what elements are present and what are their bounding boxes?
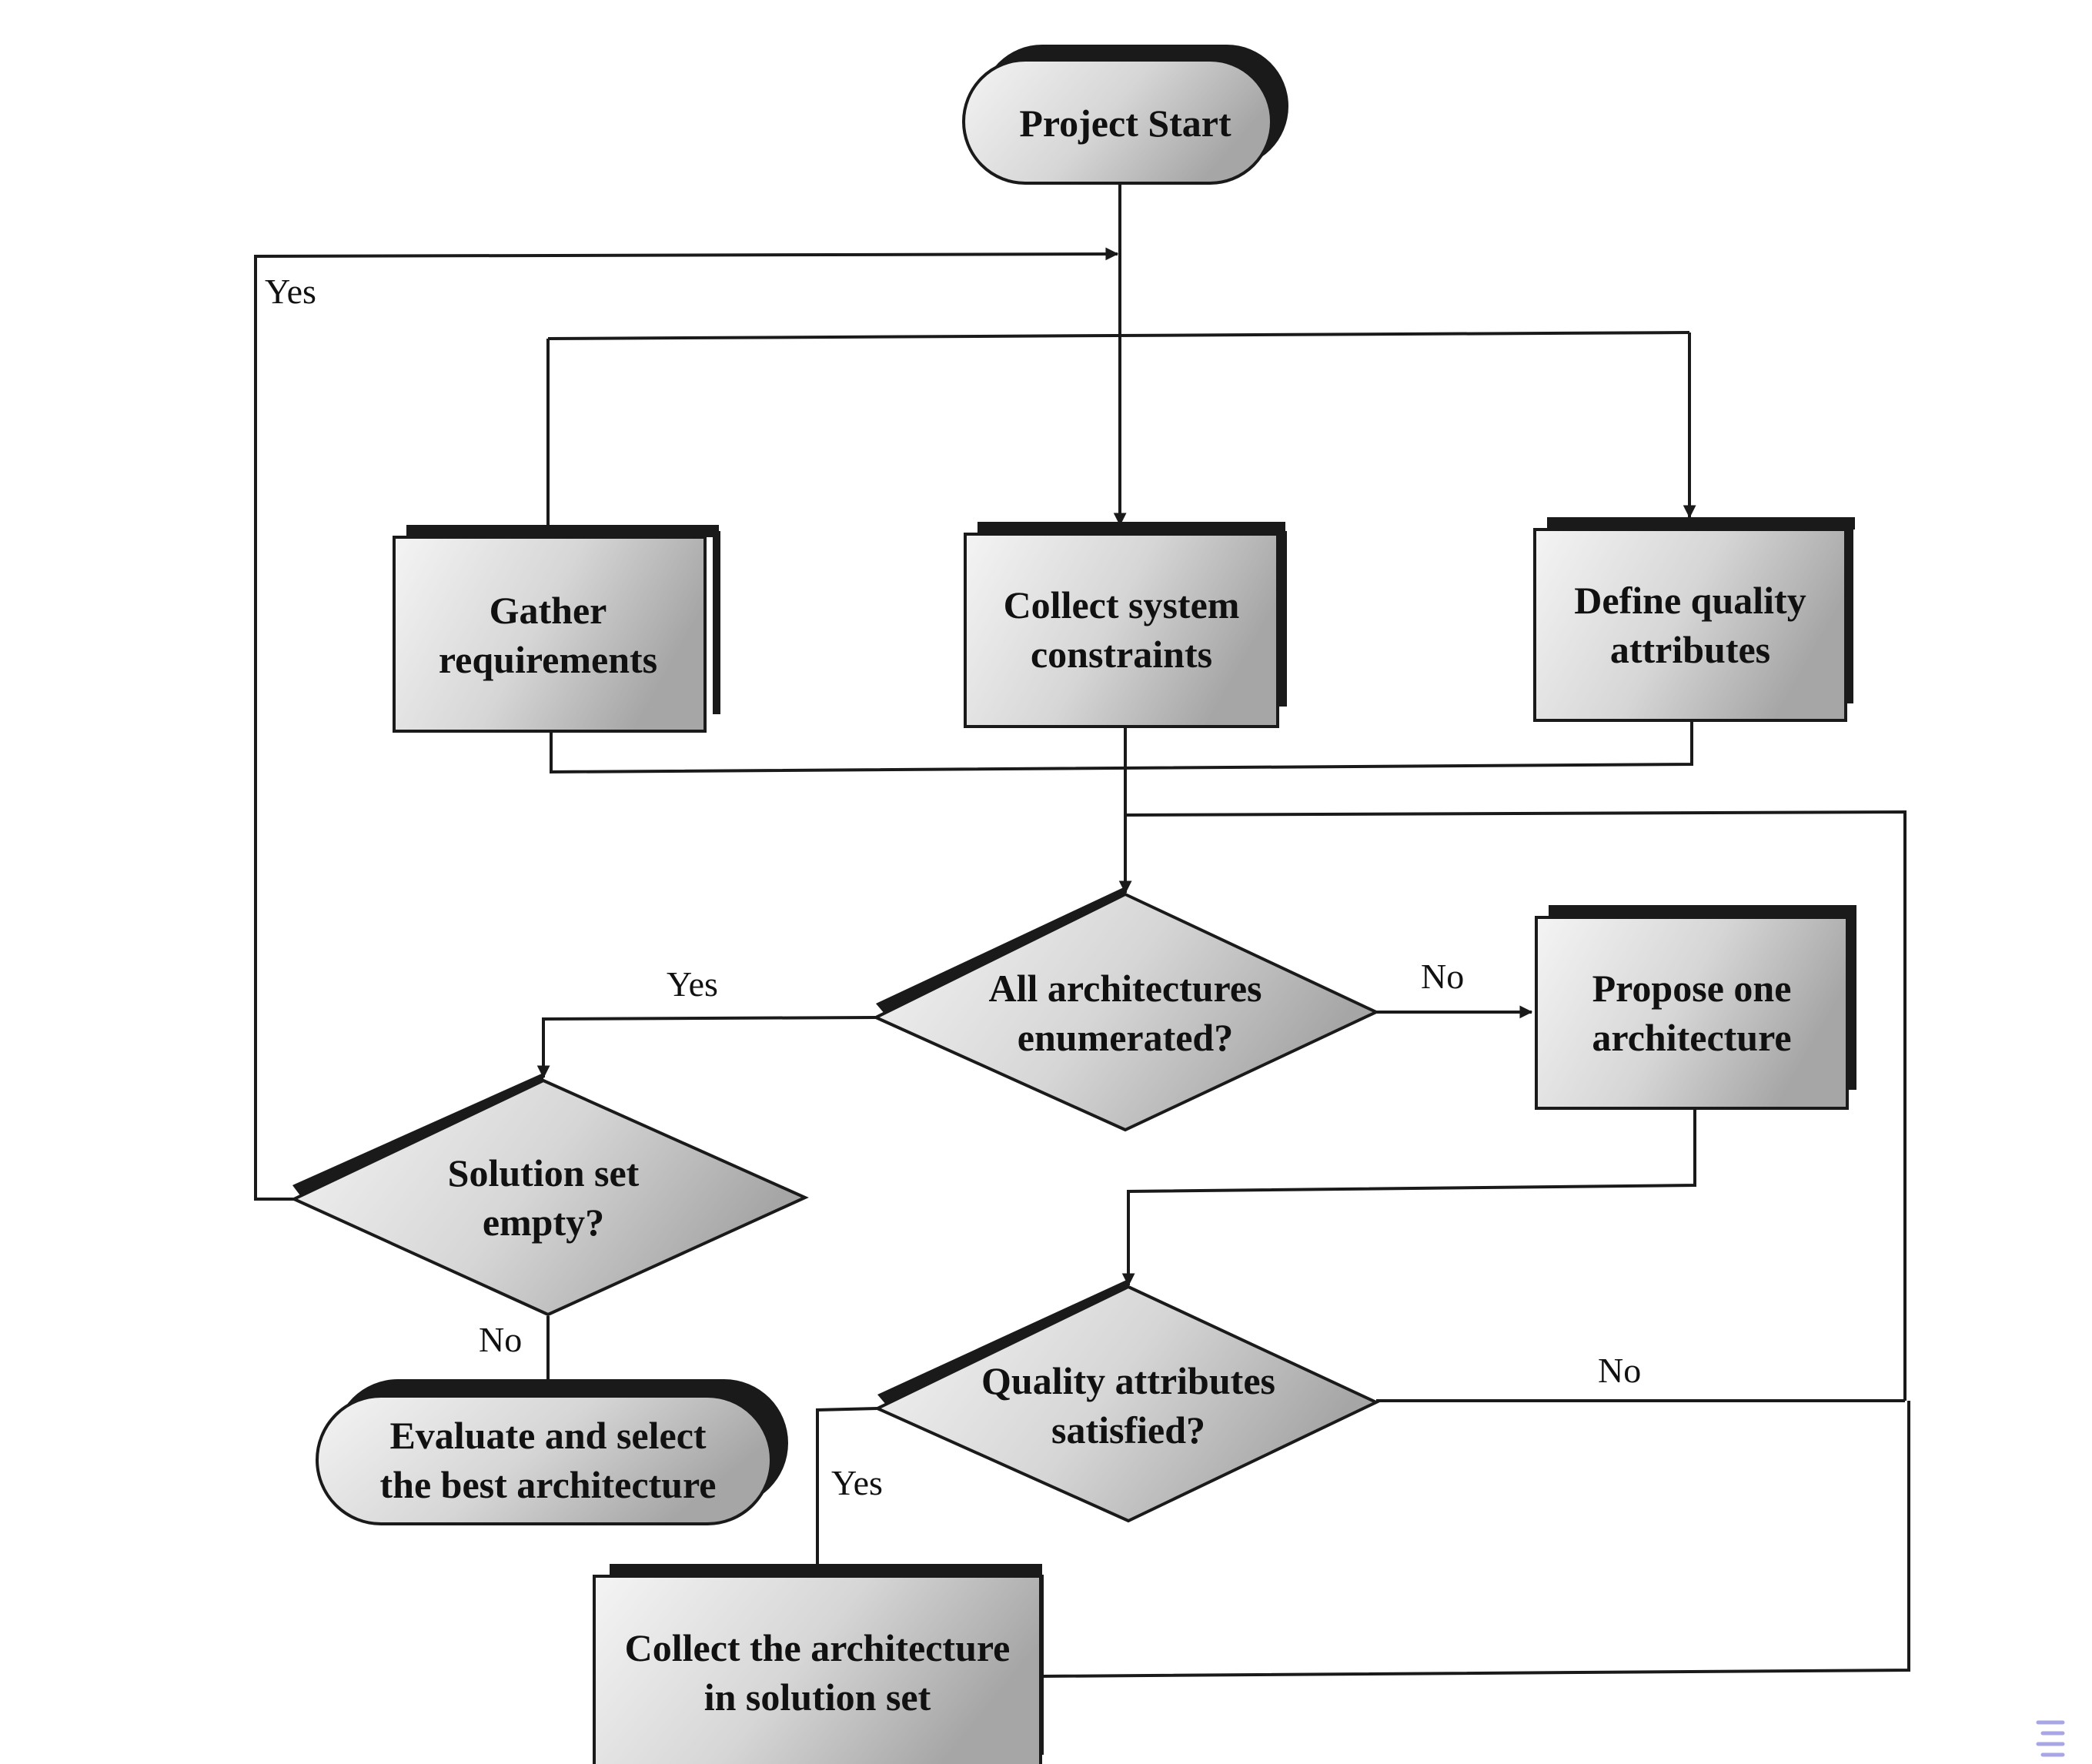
node-label-line: empty?	[483, 1201, 604, 1244]
node-quality-satisfied: Quality attributes satisfied?	[874, 1279, 1380, 1523]
node-label-line: Collect system	[1004, 583, 1240, 626]
label-loop-yes: Yes	[265, 272, 316, 311]
menu-lines-icon	[2036, 1720, 2065, 1757]
node-collect-constraints: Collect system constraints	[964, 522, 1287, 728]
node-label-line: enumerated?	[1018, 1016, 1234, 1059]
node-evaluate: Evaluate and select the best architecture	[316, 1379, 788, 1525]
label-enumerated-no: No	[1421, 957, 1464, 996]
node-enumerated-text: All architectures enumerated?	[988, 967, 1262, 1059]
node-label-line: the best architecture	[380, 1463, 717, 1506]
node-propose-text: Propose one architecture	[1592, 967, 1791, 1059]
node-all-enumerated: All architectures enumerated?	[872, 887, 1380, 1132]
edge-empty-yes-loop	[254, 247, 1119, 1201]
node-label-line: Quality attributes	[981, 1359, 1275, 1402]
node-label-line: satisfied?	[1051, 1408, 1205, 1452]
label-quality-yes: Yes	[831, 1463, 883, 1502]
label-quality-no: No	[1598, 1351, 1641, 1390]
node-label-line: Gather	[490, 589, 607, 632]
node-label-line: constraints	[1031, 633, 1212, 676]
node-constraints-text: Collect system constraints	[1004, 583, 1240, 676]
node-collect-solution-text: Collect the architecture in solution set	[625, 1626, 1011, 1719]
edge-branch-bar	[547, 331, 1690, 340]
node-label-line: in solution set	[704, 1675, 931, 1719]
node-label-line: attributes	[1610, 628, 1770, 671]
node-label-line: Evaluate and select	[389, 1414, 706, 1457]
edge-quality-no-return	[1125, 810, 1907, 1401]
node-label-line: Solution set	[448, 1151, 640, 1194]
node-label-line: All architectures	[988, 967, 1262, 1010]
edge-enumerated-yes	[536, 1016, 877, 1079]
node-gather-text: Gather requirements	[439, 589, 657, 681]
edge-join-bar	[550, 722, 1693, 774]
label-enumerated-yes: Yes	[667, 964, 718, 1004]
node-empty-text: Solution set empty?	[448, 1151, 640, 1244]
node-label-line: requirements	[439, 638, 657, 681]
node-project-start-text: Project Start	[1019, 102, 1231, 145]
node-quality-text: Quality attributes satisfied?	[981, 1359, 1275, 1452]
node-label-line: architecture	[1592, 1016, 1791, 1059]
node-gather-requirements: Gather requirements	[393, 525, 720, 733]
label-empty-no: No	[479, 1320, 522, 1359]
node-collect-solution: Collect the architecture in solution set	[593, 1564, 1044, 1764]
edge-collect-return	[1041, 1401, 1910, 1678]
node-solution-empty: Solution set empty?	[290, 1073, 809, 1317]
node-define-text: Define quality attributes	[1574, 579, 1806, 671]
node-label-line: Collect the architecture	[625, 1626, 1011, 1669]
node-project-start: Project Start	[962, 45, 1288, 185]
node-define-quality: Define quality attributes	[1533, 517, 1855, 722]
edge-propose-to-quality	[1121, 1108, 1696, 1287]
edge-quality-yes	[810, 1407, 878, 1578]
node-label-line: Project Start	[1019, 102, 1231, 145]
edge-labels: Yes Yes No No No Yes	[265, 272, 1641, 1502]
node-label-line: Define quality	[1574, 579, 1806, 622]
node-propose: Propose one architecture	[1535, 905, 1856, 1110]
node-evaluate-text: Evaluate and select the best architecture	[380, 1414, 717, 1506]
node-label-line: Propose one	[1592, 967, 1792, 1010]
